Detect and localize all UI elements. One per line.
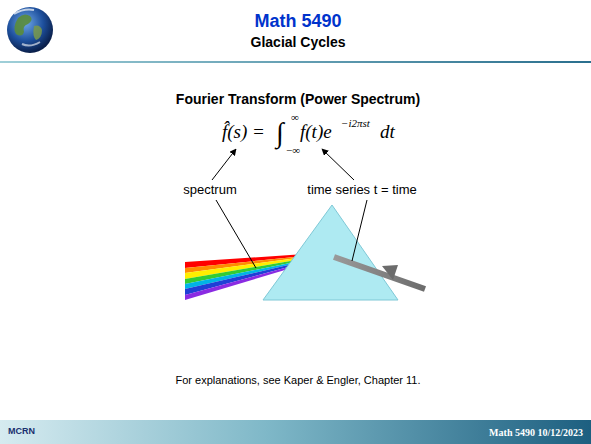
footer-bar <box>0 420 591 444</box>
footer-logo: MCRN <box>8 427 35 437</box>
formula-exponent: −i2πst <box>341 117 370 129</box>
reference-note: For explanations, see Kaper & Engler, Ch… <box>176 374 421 386</box>
integral-limit: −∞ <box>286 144 300 156</box>
annotation-label: time series t = time <box>307 183 416 197</box>
footer-text: Math 5490 10/12/2023 <box>489 427 583 438</box>
pointer-arrow <box>322 149 354 180</box>
annotation-label: spectrum <box>183 183 236 197</box>
formula-part: dt <box>380 122 395 143</box>
earth-icon <box>7 7 53 53</box>
section-heading: Fourier Transform (Power Spectrum) <box>176 92 420 107</box>
prism <box>263 205 398 300</box>
slide-subtitle: Glacial Cycles <box>251 35 346 50</box>
leader-line <box>216 200 256 268</box>
slide-title: Math 5490 <box>254 12 341 32</box>
header-rule <box>0 61 591 63</box>
formula-part: f̂(s) = <box>222 122 265 143</box>
integral-limit: ∞ <box>291 111 299 123</box>
integral-sign: ∫ <box>276 118 284 149</box>
formula-part: f(t)e <box>300 122 332 143</box>
light-beam <box>334 257 425 289</box>
pointer-arrow <box>212 149 236 180</box>
leader-line <box>352 200 367 261</box>
